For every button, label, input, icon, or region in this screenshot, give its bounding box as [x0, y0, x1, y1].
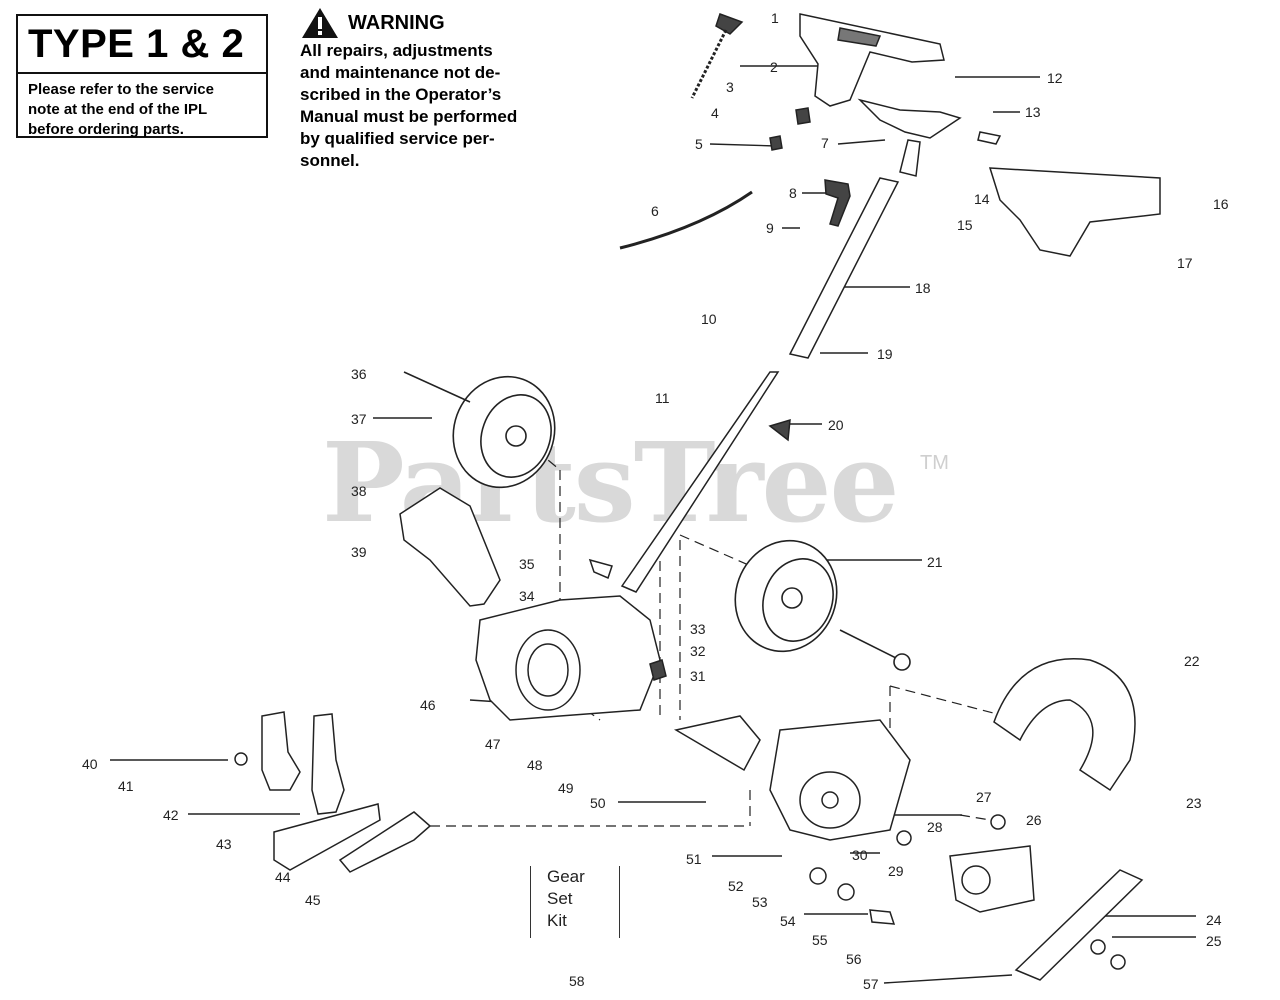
part-number-callout: 9 — [766, 220, 774, 236]
part-number-callout: 11 — [655, 390, 670, 406]
part-number-callout: 21 — [927, 554, 943, 570]
part-number-callout: 3 — [726, 79, 734, 95]
part-number-callout: 48 — [527, 757, 543, 773]
part-number-callout: 13 — [1025, 104, 1041, 120]
part-number-callout: 34 — [519, 588, 535, 604]
part-number-callout: 5 — [695, 136, 703, 152]
kit-label-line: Gear — [547, 867, 585, 886]
warning-line: All repairs, adjustments — [300, 41, 493, 60]
part-number-callout: 52 — [728, 878, 744, 894]
part-number-callout: 18 — [915, 280, 931, 296]
part-number-callout: 19 — [877, 346, 893, 362]
part-number-callout: 35 — [519, 556, 535, 572]
part-number-callout: 24 — [1206, 912, 1222, 928]
watermark-trademark: TM — [920, 452, 949, 474]
part-number-callout: 10 — [701, 311, 717, 327]
part-number-callout: 45 — [305, 892, 321, 908]
warning-triangle-icon — [302, 8, 338, 38]
part-number-callout: 26 — [1026, 812, 1042, 828]
part-number-callout: 40 — [82, 756, 98, 772]
part-number-callout: 42 — [163, 807, 179, 823]
part-number-callout: 46 — [420, 697, 436, 713]
warning-line: Manual must be performed — [300, 107, 518, 126]
part-number-callout: 41 — [118, 778, 134, 794]
part-number-callout: 47 — [485, 736, 501, 752]
type-note-line: before ordering parts. — [28, 121, 184, 138]
part-number-callout: 31 — [690, 668, 706, 684]
type-note-box: TYPE 1 & 2 Please refer to the service n… — [16, 14, 268, 138]
part-number-callout: 30 — [852, 847, 868, 863]
part-number-callout: 43 — [216, 836, 232, 852]
part-number-callout: 22 — [1184, 653, 1200, 669]
part-number-callout: 37 — [351, 411, 367, 427]
part-number-callout: 23 — [1186, 795, 1202, 811]
warning-heading: WARNING — [348, 11, 445, 34]
warning-line: and maintenance not de- — [300, 63, 501, 82]
warning-block: WARNING All repairs, adjustments and mai… — [300, 6, 552, 172]
part-number-callout: 20 — [828, 417, 844, 433]
part-number-callout: 14 — [974, 191, 990, 207]
part-number-callout: 16 — [1213, 196, 1229, 212]
part-number-callout: 29 — [888, 863, 904, 879]
part-number-callout: 7 — [821, 135, 829, 151]
part-number-callout: 8 — [789, 185, 797, 201]
type-service-note: Please refer to the service note at the … — [18, 74, 266, 140]
part-number-callout: 53 — [752, 894, 768, 910]
part-number-callout: 38 — [351, 483, 367, 499]
type-title: TYPE 1 & 2 — [18, 16, 266, 74]
part-number-callout: 54 — [780, 913, 796, 929]
part-number-callout: 57 — [863, 976, 879, 992]
warning-line: by qualified service per- — [300, 129, 495, 148]
part-number-callout: 27 — [976, 789, 992, 805]
warning-line: sonnel. — [300, 151, 360, 170]
kit-label-line: Set — [547, 889, 573, 908]
kit-label-line: Kit — [547, 911, 567, 930]
gear-set-kit-label: Gear Set Kit — [530, 866, 620, 938]
part-number-callout: 44 — [275, 869, 291, 885]
part-number-callout: 1 — [771, 10, 779, 26]
part-number-callout: 36 — [351, 366, 367, 382]
warning-text: All repairs, adjustments and maintenance… — [300, 40, 552, 172]
part-number-callout: 51 — [686, 851, 702, 867]
part-number-callout: 28 — [927, 819, 943, 835]
type-note-line: Please refer to the service — [28, 81, 214, 98]
part-number-callout: 6 — [651, 203, 659, 219]
part-number-callout: 15 — [957, 217, 973, 233]
part-number-callout: 39 — [351, 544, 367, 560]
part-number-callout: 17 — [1177, 255, 1193, 271]
part-number-callout: 55 — [812, 932, 828, 948]
warning-line: scribed in the Operator’s — [300, 85, 502, 104]
part-number-callout: 56 — [846, 951, 862, 967]
part-number-callout: 33 — [690, 621, 706, 637]
part-number-callout: 2 — [770, 59, 778, 75]
part-number-callout: 4 — [711, 105, 719, 121]
part-number-callout: 32 — [690, 643, 706, 659]
part-number-callout: 12 — [1047, 70, 1063, 86]
part-number-callout: 25 — [1206, 933, 1222, 949]
part-number-callout: 50 — [590, 795, 606, 811]
type-note-line: note at the end of the IPL — [28, 101, 208, 118]
part-number-callout: 58 — [569, 973, 585, 989]
part-number-callout: 49 — [558, 780, 574, 796]
